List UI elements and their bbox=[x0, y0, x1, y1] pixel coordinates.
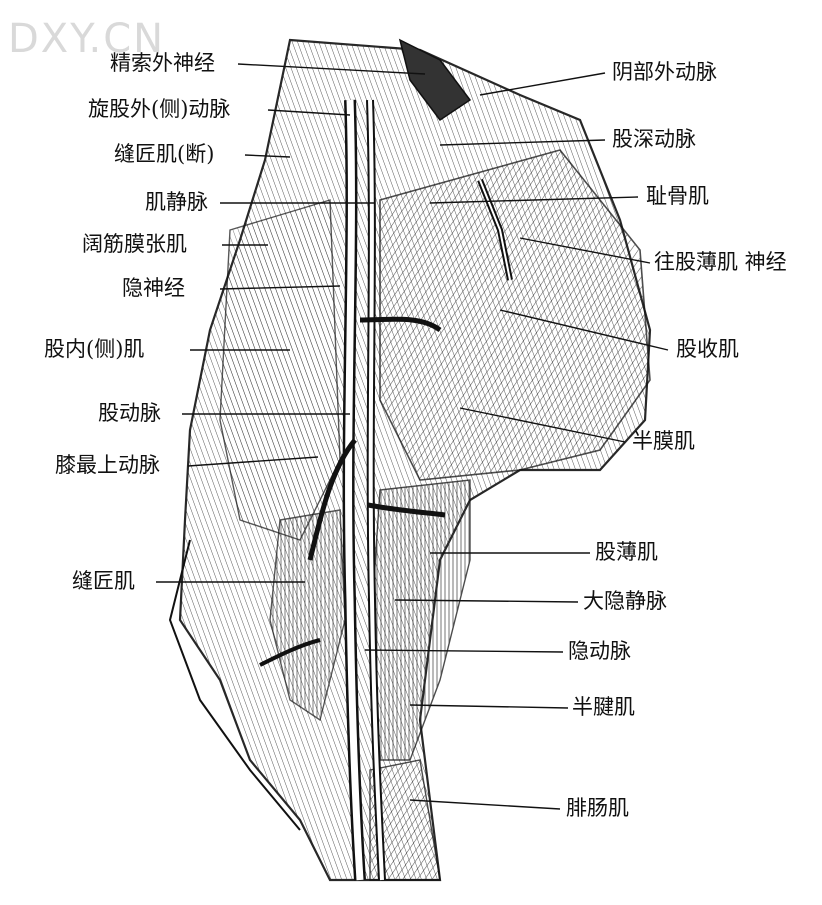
label-sartorius: 缝匠肌 bbox=[72, 571, 135, 592]
lower-medial-region bbox=[370, 480, 470, 760]
label-gracilis: 股薄肌 bbox=[595, 542, 658, 563]
label-semitendinosus: 半腱肌 bbox=[572, 697, 635, 718]
label-saphenous-artery: 隐动脉 bbox=[568, 641, 631, 662]
label-semimembranosus: 半膜肌 bbox=[632, 431, 695, 452]
vastus-region bbox=[220, 200, 340, 540]
label-nerve-to-gracilis: 往股薄肌 神经 bbox=[654, 252, 787, 273]
label-adductor: 股收肌 bbox=[676, 339, 739, 360]
label-great-saphenous-vein: 大隐静脉 bbox=[583, 591, 667, 612]
label-muscular-vein: 肌静脉 bbox=[145, 192, 208, 213]
label-femoral-artery: 股动脉 bbox=[98, 403, 161, 424]
label-deep-femoral-artery: 股深动脉 bbox=[612, 129, 696, 150]
label-lateral-circumflex-femoral-artery: 旋股外(侧)动脉 bbox=[88, 99, 230, 120]
label-external-pudendal-artery: 阴部外动脉 bbox=[612, 62, 717, 83]
label-pectineus: 耻骨肌 bbox=[646, 186, 709, 207]
label-gastrocnemius: 腓肠肌 bbox=[566, 798, 629, 819]
label-tensor-fasciae-latae: 阔筋膜张肌 bbox=[82, 234, 187, 255]
label-vastus-medialis: 股内(侧)肌 bbox=[44, 339, 144, 360]
label-external-spermatic-nerve: 精索外神经 bbox=[110, 53, 215, 74]
label-sartorius-cut: 缝匠肌(断) bbox=[114, 144, 214, 165]
label-descending-genicular-artery: 膝最上动脉 bbox=[55, 455, 160, 476]
label-saphenous-nerve: 隐神经 bbox=[122, 278, 185, 299]
